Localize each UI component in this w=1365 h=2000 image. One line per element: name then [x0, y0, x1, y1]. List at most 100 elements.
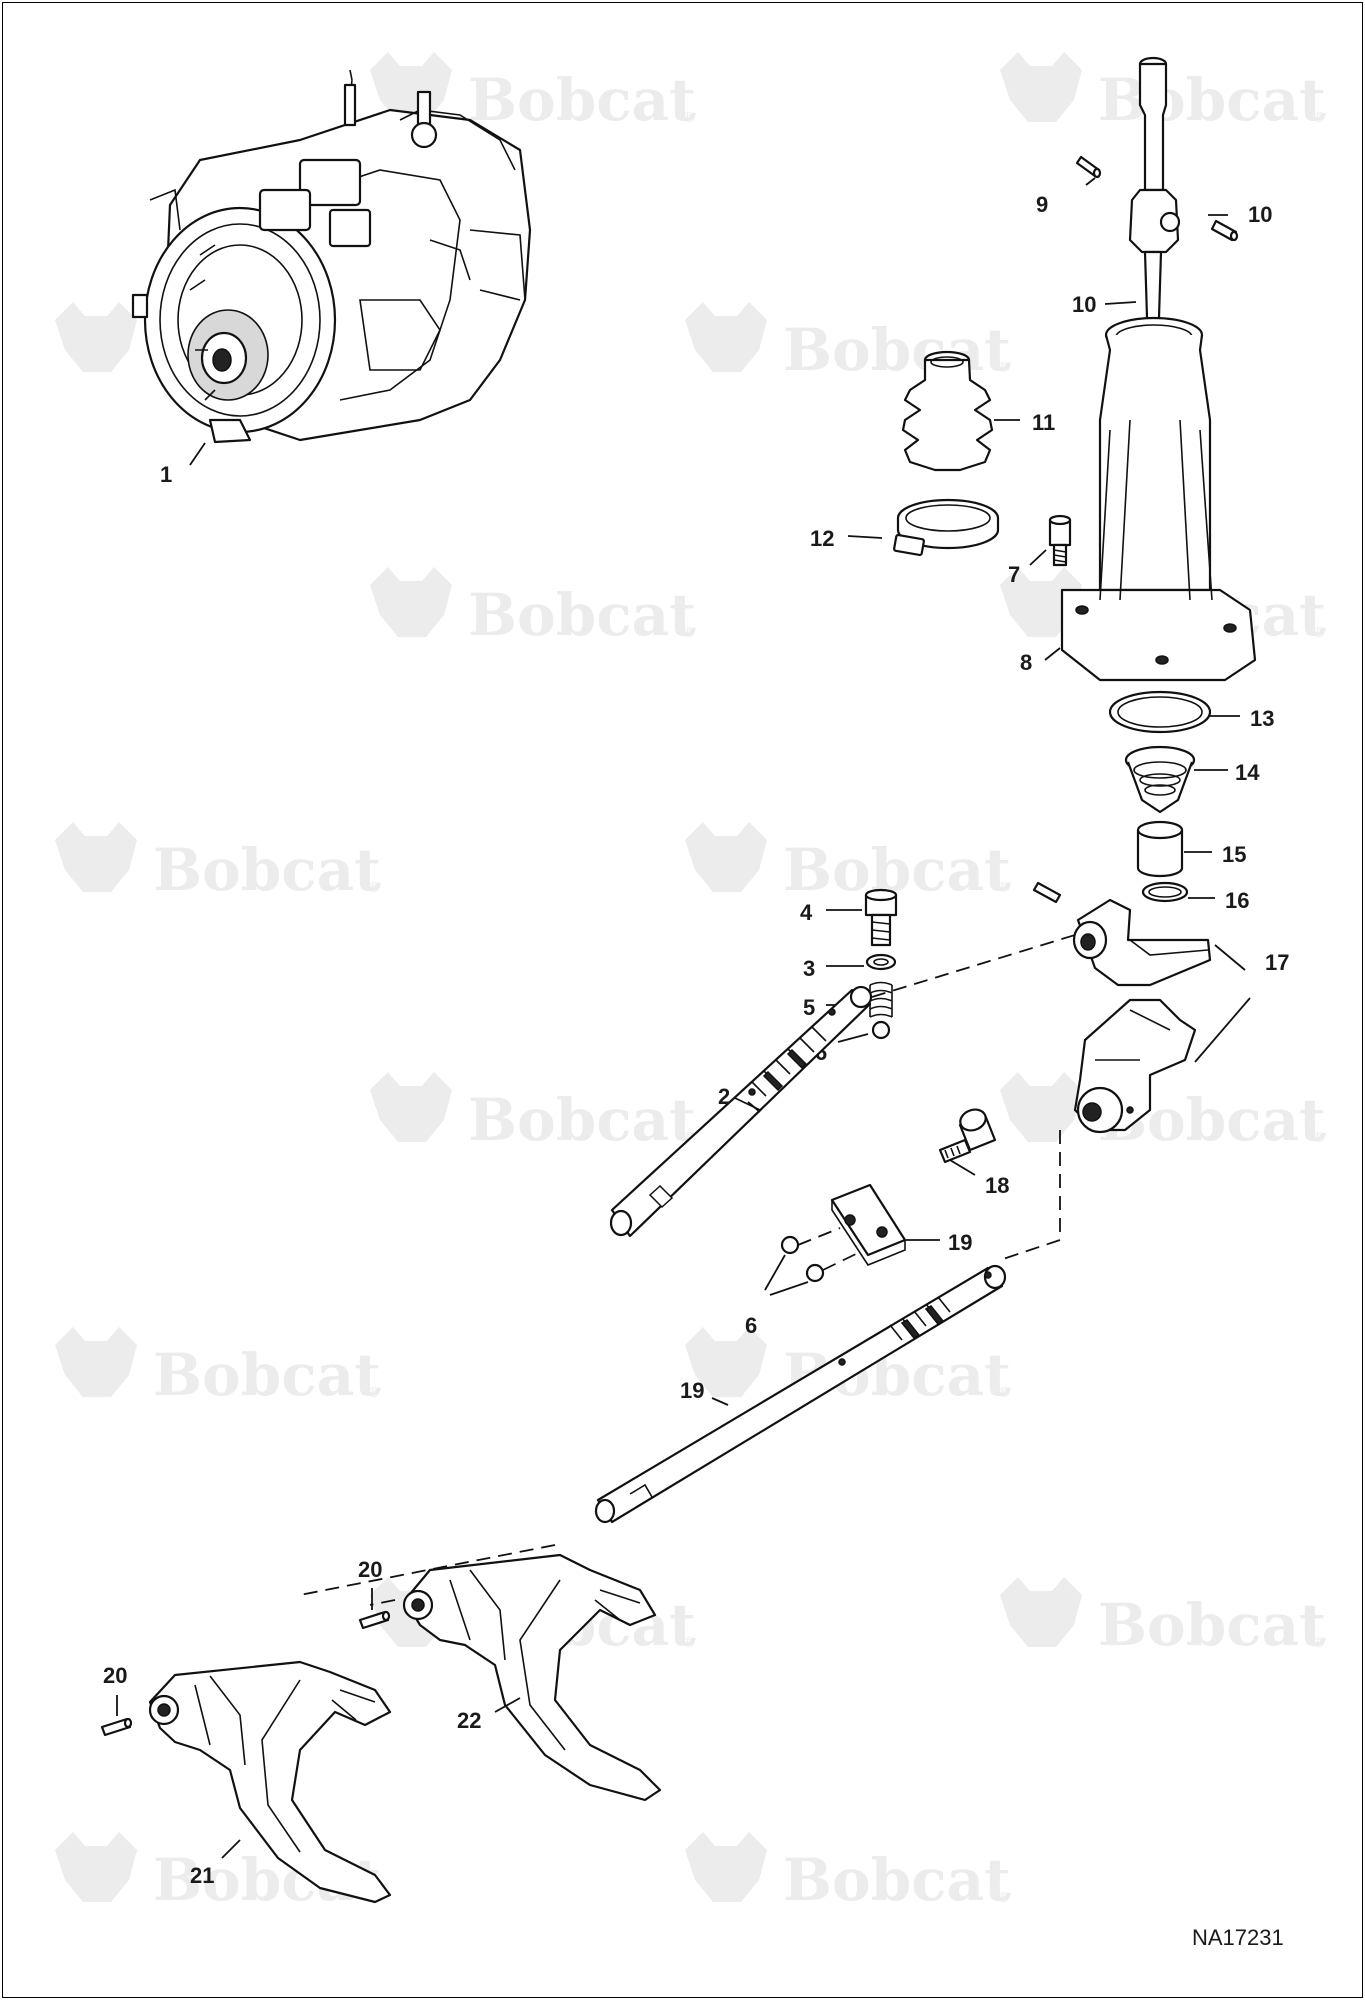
bobcat-head-icon [370, 52, 452, 122]
watermark-text: Bobcat [468, 66, 696, 134]
watermark-text: Bobcat [1098, 1591, 1326, 1659]
callout-14: 14 [1235, 760, 1260, 785]
detent-ball-icon [780, 1235, 800, 1255]
watermark-text: Bobcat [783, 836, 1011, 904]
watermark-registered-mark: ® [1312, 1635, 1326, 1651]
watermark: Bobcat® [685, 302, 1011, 384]
alignment-line [871, 934, 1076, 998]
watermark-registered-mark: ® [997, 880, 1011, 896]
leader-line [1029, 549, 1047, 566]
watermark-text: Bobcat [1098, 66, 1326, 134]
rubber-boot-icon [901, 350, 994, 472]
leader-line [1104, 301, 1137, 305]
drawing-id: NA17231 [1192, 1925, 1284, 1950]
watermark: Bobcat® [1000, 52, 1326, 134]
callout-17: 17 [1265, 950, 1289, 975]
alignment-line [999, 1130, 1061, 1261]
watermark: Bobcat® [1000, 1577, 1326, 1659]
watermark-text: Bobcat [783, 1846, 1011, 1914]
watermark-registered-mark: ® [682, 110, 696, 126]
bobcat-head-icon [370, 567, 452, 637]
bobcat-head-icon [55, 302, 137, 372]
shift-block-icon [1072, 898, 1212, 987]
callout-4: 4 [800, 900, 813, 925]
roll-pin-icon [1032, 881, 1062, 904]
callout-10a: 9 [1036, 192, 1048, 217]
leader-line [949, 1159, 976, 1176]
watermark-registered-mark: ® [1312, 1130, 1326, 1146]
bobcat-head-icon [55, 1327, 137, 1397]
leader-line [221, 1839, 241, 1859]
callout-1: 1 [160, 462, 172, 487]
shift-fork-icon [148, 1660, 392, 1904]
callout-7: 7 [1008, 562, 1020, 587]
bobcat-head-icon [370, 1072, 452, 1142]
shift-housing-icon [1060, 316, 1257, 682]
callout-21: 22 [457, 1708, 481, 1733]
leader-line [764, 1254, 809, 1296]
callout-19b: 20 [103, 1663, 127, 1688]
callout-9: 10 [1072, 292, 1096, 317]
callout-11: 11 [1032, 410, 1055, 435]
detent-ball-icon [871, 1020, 891, 1040]
watermark: Bobcat® [55, 822, 381, 904]
bobcat-head-icon [1000, 52, 1082, 122]
watermark-registered-mark: ® [682, 1635, 696, 1651]
callout-5: 5 [803, 995, 815, 1020]
leader-line [734, 1097, 761, 1111]
washer-icon [865, 953, 897, 971]
watermark: Bobcat® [685, 822, 1011, 904]
callout-13: 13 [1250, 706, 1274, 731]
watermark-registered-mark: ® [997, 1385, 1011, 1401]
bobcat-head-icon [685, 822, 767, 892]
watermark-registered-mark: ® [1312, 625, 1326, 641]
bobcat-head-icon [685, 302, 767, 372]
watermark-text: Bobcat [783, 316, 1011, 384]
leader-line [494, 1697, 521, 1713]
watermark: Bobcat® [1000, 1072, 1326, 1154]
callout-10b: 10 [1248, 202, 1272, 227]
o-ring-icon [1108, 690, 1212, 734]
watermark: Bobcat® [370, 52, 696, 134]
shift-fork-icon [402, 1553, 662, 1802]
watermark-text: Bobcat [153, 836, 381, 904]
callout-18: 18 [985, 1173, 1009, 1198]
watermark-text: Bobcat [468, 581, 696, 649]
watermark-text: Bobcat [468, 1086, 696, 1154]
shift-block-icon [1073, 998, 1197, 1134]
shift-rail-icon [594, 1264, 1007, 1524]
leader-line [711, 1397, 729, 1406]
watermark: Bobcat® [55, 1327, 381, 1409]
socket-head-screw-icon [938, 1108, 997, 1164]
watermark-registered-mark: ® [682, 625, 696, 641]
callout-16: 16 [1225, 888, 1249, 913]
leader-line [837, 1033, 869, 1043]
roll-pin-icon [1075, 155, 1239, 242]
callout-15: 15 [1222, 842, 1246, 867]
bobcat-head-icon [685, 1832, 767, 1902]
bobcat-head-icon [1000, 1577, 1082, 1647]
leader-line [1085, 177, 1096, 186]
shift-rail-icon [609, 985, 873, 1238]
hex-bolt-icon [864, 888, 898, 947]
snap-ring-icon [1141, 881, 1189, 903]
watermark-text: Bobcat [153, 1341, 381, 1409]
leader-line [1194, 944, 1251, 1063]
bushing-icon [1136, 820, 1184, 878]
callout-23: 19 [680, 1378, 704, 1403]
bobcat-head-icon [55, 1832, 137, 1902]
hose-clamp-icon [893, 498, 1000, 557]
watermark: Bobcat® [370, 567, 696, 649]
leader-line [189, 442, 206, 466]
bobcat-head-icon [1000, 1072, 1082, 1142]
watermark-registered-mark: ® [997, 360, 1011, 376]
callout-22: 19 [948, 1230, 972, 1255]
cap-screw-icon [1048, 514, 1072, 567]
transmission-assembly-icon [131, 69, 532, 444]
watermark-registered-mark: ® [367, 880, 381, 896]
watermark: Bobcat® [685, 1832, 1011, 1914]
watermark-registered-mark: ® [1312, 110, 1326, 126]
detent-plate-icon [830, 1183, 907, 1266]
callout-12: 12 [810, 526, 834, 551]
